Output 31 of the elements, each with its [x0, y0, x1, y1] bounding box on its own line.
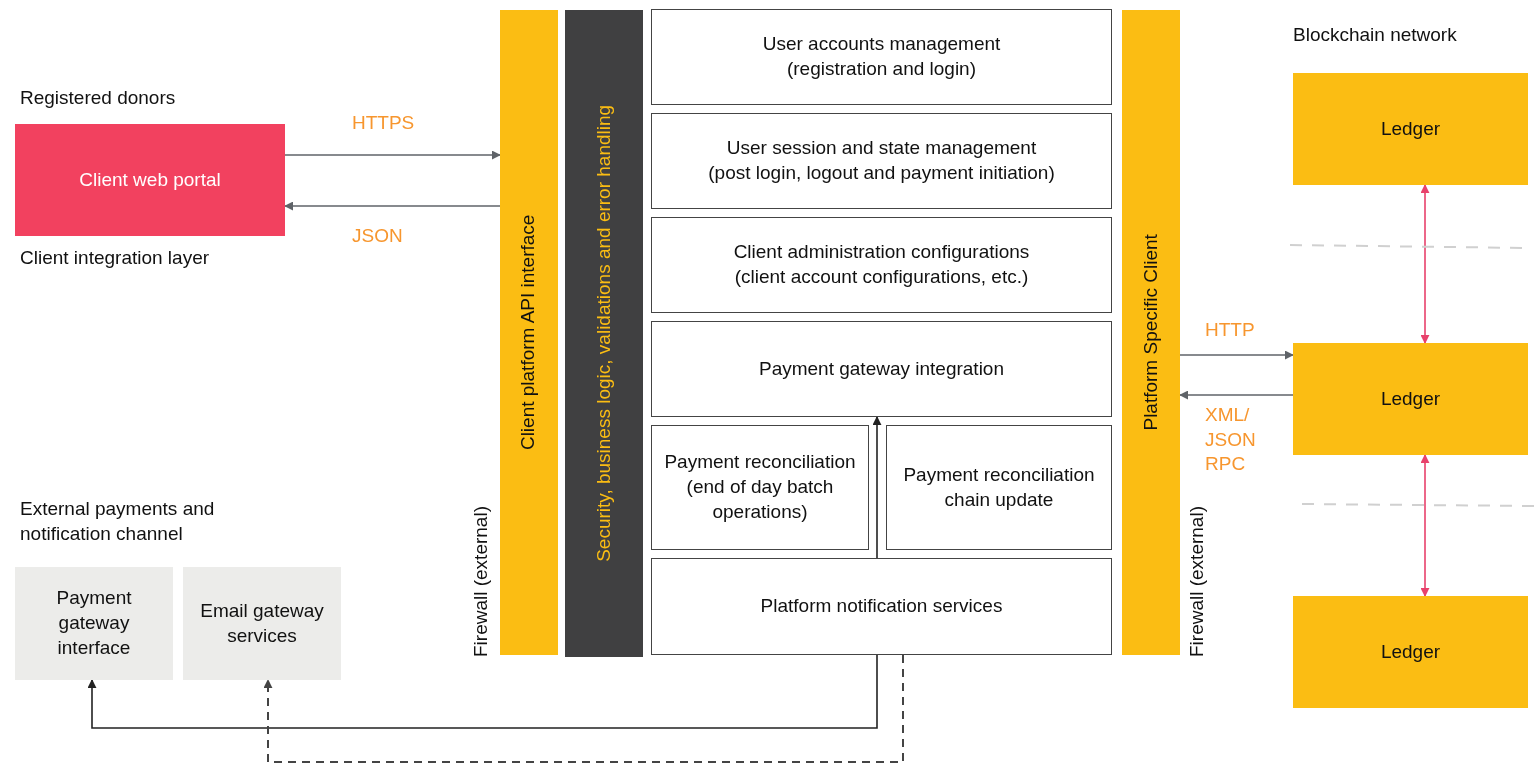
channel-box: Email gateway services — [183, 567, 341, 680]
firewall-label: Firewall (external) — [1186, 506, 1208, 657]
module-box: Payment reconciliation chain update — [886, 425, 1112, 550]
module-box: User accounts management (registration and login) — [651, 9, 1112, 105]
ledger-box: Ledger — [1293, 343, 1528, 455]
logic-bar: Security, business logic, validations and error handling — [565, 10, 643, 657]
channel-box: Payment gateway interface — [15, 567, 173, 680]
dashed-arrow — [263, 654, 904, 763]
arrow — [87, 654, 878, 729]
firewall-label: Firewall (external) — [470, 506, 492, 657]
arrow — [872, 416, 882, 559]
group-heading: External payments and notification channel — [20, 497, 216, 546]
arrow — [1420, 184, 1430, 344]
group-heading: Blockchain network — [1293, 23, 1457, 47]
portal-box: Client web portal — [15, 124, 285, 236]
arrow — [1179, 390, 1294, 400]
arrow — [284, 150, 501, 160]
module-box: Payment reconciliation (end of day batch operations) — [651, 425, 869, 550]
arrow — [284, 201, 501, 211]
interface-bar: Client platform API interface — [500, 10, 558, 655]
node-caption: Client integration layer — [20, 247, 210, 269]
module-box: Platform notification services — [651, 558, 1112, 655]
node-caption: Registered donors — [20, 87, 176, 109]
arrow — [1179, 350, 1294, 360]
ledger-box: Ledger — [1293, 73, 1528, 185]
module-box: Payment gateway integration — [651, 321, 1112, 417]
module-box: Client administration configurations (client account configurations, etc.) — [651, 217, 1112, 313]
arrow — [1420, 454, 1430, 597]
module-box: User session and state management (post login, logout and payment initiation) — [651, 113, 1112, 209]
interface-bar: Platform Specific Client — [1122, 10, 1180, 655]
ledger-box: Ledger — [1293, 596, 1528, 708]
